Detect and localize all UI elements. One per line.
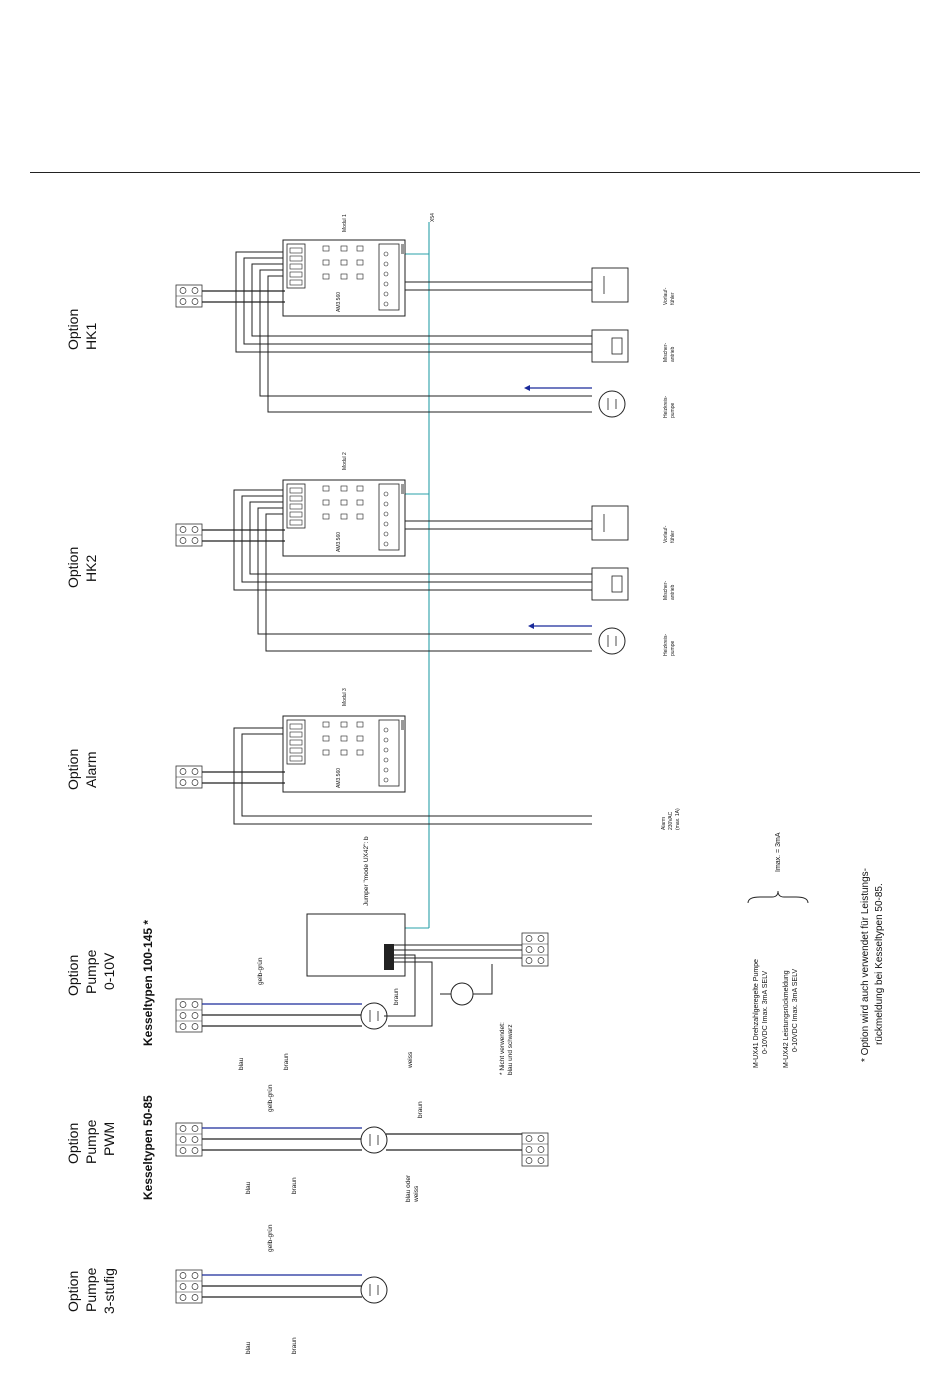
pump010-blau: blau: [238, 1057, 245, 1070]
ux42-line2: 0-10VDC Imax. 3mA SELV: [792, 969, 799, 1052]
section-small-boilers: Kesseltypen 50-85: [141, 1095, 155, 1200]
pump-010v-section: Jumper "mode UX42": b gelb-grün blau bra…: [175, 836, 549, 1075]
option-pump010-line1: Option: [65, 955, 81, 996]
option-pump010-line3: 0-10V: [101, 952, 117, 990]
pwm-braun: braun: [291, 1177, 298, 1194]
p3-braun: braun: [291, 1337, 298, 1354]
x54-cable-tag: X54: [430, 213, 436, 222]
hk1-sensor-label-2: fühler: [670, 292, 676, 305]
p3-gelbgruen: gelb-grün: [267, 1224, 274, 1252]
not-used-note-1: * Nicht verwendet:: [499, 1022, 506, 1075]
pwm-braun-2: braun: [417, 1101, 424, 1118]
alarm-module-type: AM3.560: [336, 768, 342, 788]
pwm-blau-oder-weiss-2: weiss: [413, 1185, 420, 1203]
hk2-sensor-label-2: fühler: [670, 530, 676, 543]
imax-brace: [747, 890, 809, 904]
hk1-pump-label-1: Heizkreis-: [663, 395, 669, 418]
option-alarm-line1: Option: [65, 749, 81, 790]
alarm-label-2: 230VAC: [668, 811, 674, 830]
module-3-label: Modul 3: [342, 688, 348, 706]
option-pump010-line2: Pumpe: [83, 949, 99, 994]
hk1-sensor-label-1: Vorlauf-: [663, 287, 669, 305]
ux41-line1: M-UX41 Drehzahlgeregelte Pumpe: [753, 959, 760, 1068]
hk1-mixer-label-2: antrieb: [670, 346, 676, 362]
p3-blau: blau: [245, 1341, 252, 1354]
footnote-line2: rückmeldung bei Kesseltypen 50-85.: [874, 883, 885, 1045]
alarm-label-1: Alarm: [661, 817, 667, 830]
hk2-mixer-label-1: Mischer-: [663, 580, 669, 600]
hk1-pump-label-2: pumpe: [670, 402, 676, 418]
pump-3stufig-section: gelb-grün blau braun: [175, 1224, 388, 1354]
option-hk1-line1: Option: [65, 309, 81, 350]
alarm-section: Modul 3 Alarm 230VAC (max. 1A) AM3.560: [175, 688, 681, 830]
alarm-label-3: (max. 1A): [675, 808, 681, 830]
option-hk2-line1: Option: [65, 547, 81, 588]
pwm-blau-oder-weiss-1: blau oder: [405, 1174, 412, 1202]
pwm-blau: blau: [245, 1181, 252, 1194]
imax-label: Imax. = 3mA: [775, 832, 782, 872]
hk2-section: Modul 2 Vorlauf- fühler Mischer- antrieb…: [175, 452, 676, 656]
module-2-label: Modul 2: [342, 452, 348, 470]
hk2-mixer-label-2: antrieb: [670, 584, 676, 600]
jumper-label: Jumper "mode UX42": b: [363, 836, 370, 906]
pwm-gelbgruen: gelb-grün: [267, 1084, 274, 1112]
module-1-label: Modul 1: [342, 214, 348, 232]
hk1-section: Modul 1 X54 Vorlauf- fühler Mischer- ant…: [175, 213, 676, 418]
hk2-pump-label-2: pumpe: [670, 640, 676, 656]
option-3stufig-line1: Option: [65, 1271, 81, 1312]
option-3stufig-line3: 3-stufig: [101, 1268, 117, 1314]
hk2-sensor-label-1: Vorlauf-: [663, 525, 669, 543]
top-divider-line: [30, 172, 920, 173]
ux42-line1: M-UX42 Leistungsrückmeldung: [783, 970, 790, 1068]
hk2-pump-label-1: Heizkreis-: [663, 633, 669, 656]
pump010-gelbgruen: gelb-grün: [257, 957, 264, 985]
hk2-module-type: AM3.560: [336, 532, 342, 552]
option-hk1-line2: HK1: [83, 323, 99, 350]
option-pwm-line2: Pumpe: [83, 1119, 99, 1164]
option-alarm-line2: Alarm: [83, 751, 99, 788]
pump010-braun: braun: [283, 1053, 290, 1070]
section-large-boilers: Kesseltypen 100-145 *: [141, 920, 155, 1046]
ux41-line2: 0-10VDC Imax. 3mA SELV: [762, 971, 769, 1054]
pump010-weiss: weiss: [407, 1051, 414, 1069]
pump-pwm-section: gelb-grün blau braun braun blau oder wei…: [175, 1084, 549, 1203]
not-used-note-2: blau und schwarz: [507, 1024, 514, 1075]
footnote-line1: * Option wird auch verwendet für Leistun…: [860, 868, 871, 1062]
hk1-mixer-label-1: Mischer-: [663, 342, 669, 362]
option-pwm-line1: Option: [65, 1123, 81, 1164]
hk1-module-type: AM3.560: [336, 292, 342, 312]
option-3stufig-line2: Pumpe: [83, 1267, 99, 1312]
option-pwm-line3: PWM: [101, 1122, 117, 1156]
option-hk2-line2: HK2: [83, 555, 99, 582]
pump010-braun-2: braun: [393, 988, 400, 1005]
